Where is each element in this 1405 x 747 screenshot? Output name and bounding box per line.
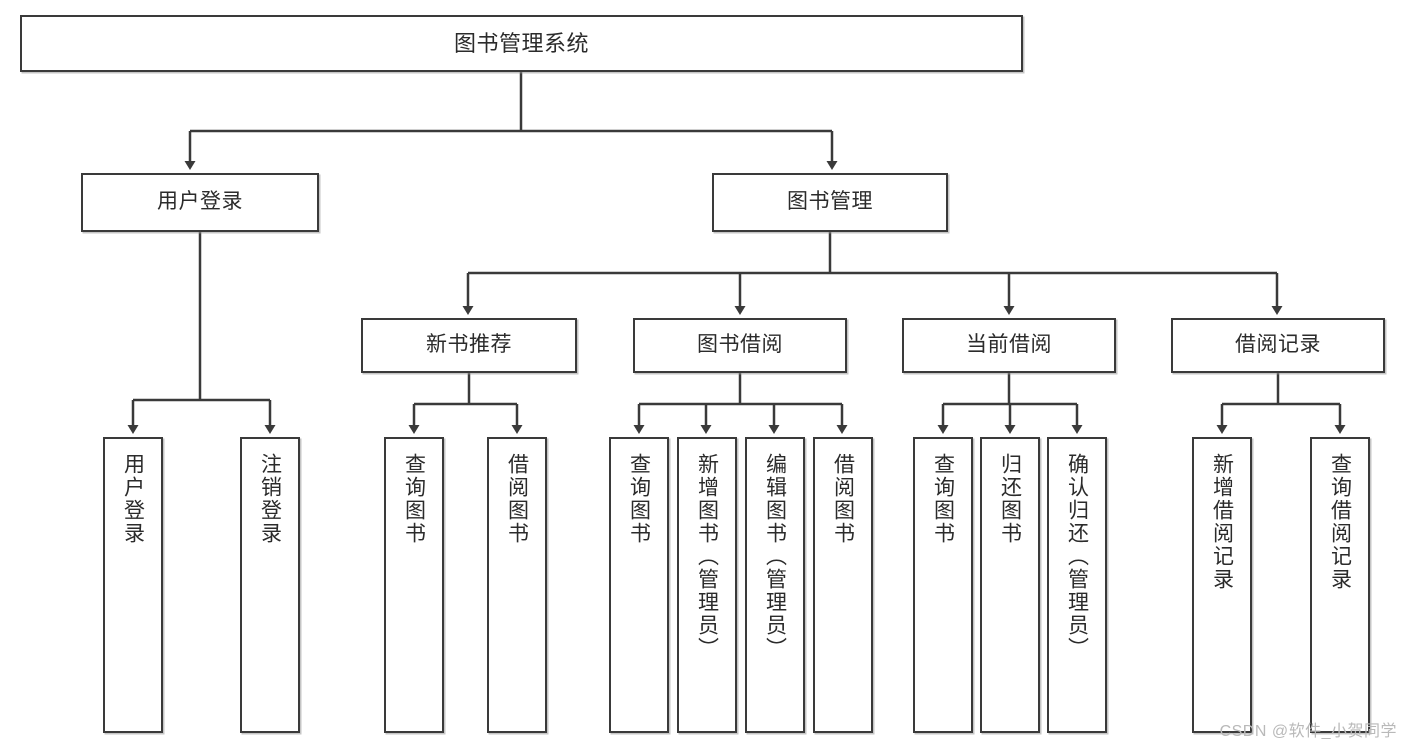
leaf-records-query-record[interactable]: 查询借阅记录 [1310,437,1370,733]
node-label: 图书管理 [787,190,873,214]
node-label: 查询借阅记录 [1328,453,1352,591]
watermark: CSDN @软件_小贺同学 [1219,723,1397,740]
node-current-borrow[interactable]: 当前借阅 [902,318,1116,373]
node-label: 归还图书 [998,453,1022,545]
leaf-borrow-query-book[interactable]: 查询图书 [609,437,669,733]
node-label: 确认归还（管理员） [1065,453,1089,660]
node-label: 查询图书 [402,453,426,545]
node-label: 查询图书 [931,453,955,545]
leaf-user-login-signout[interactable]: 注销登录 [240,437,300,733]
node-label: 图书借阅 [697,333,783,357]
leaf-borrow-borrow-book[interactable]: 借阅图书 [813,437,873,733]
node-label: 查询图书 [627,453,651,545]
leaf-recommend-borrow-book[interactable]: 借阅图书 [487,437,547,733]
node-label: 新增借阅记录 [1210,453,1234,591]
leaf-recommend-query-book[interactable]: 查询图书 [384,437,444,733]
node-borrow-records[interactable]: 借阅记录 [1171,318,1385,373]
node-label: 借阅图书 [831,453,855,545]
node-label: 编辑图书（管理员） [763,453,787,660]
node-label: 当前借阅 [966,333,1052,357]
node-book-borrow[interactable]: 图书借阅 [633,318,847,373]
node-label: 用户登录 [121,453,145,545]
node-new-book-recommend[interactable]: 新书推荐 [361,318,577,373]
leaf-current-return-book[interactable]: 归还图书 [980,437,1040,733]
node-label: 用户登录 [157,190,243,214]
node-label: 新书推荐 [426,333,512,357]
node-label: 借阅图书 [505,453,529,545]
leaf-records-add-record[interactable]: 新增借阅记录 [1192,437,1252,733]
node-root-system[interactable]: 图书管理系统 [20,15,1023,72]
node-book-management[interactable]: 图书管理 [712,173,948,232]
node-label: 图书管理系统 [453,30,589,56]
leaf-current-confirm-return-admin[interactable]: 确认归还（管理员） [1047,437,1107,733]
node-label: 借阅记录 [1235,333,1321,357]
node-user-login[interactable]: 用户登录 [81,173,319,232]
leaf-borrow-edit-book-admin[interactable]: 编辑图书（管理员） [745,437,805,733]
node-label: 注销登录 [258,453,282,545]
leaf-borrow-add-book-admin[interactable]: 新增图书（管理员） [677,437,737,733]
node-label: 新增图书（管理员） [695,453,719,660]
leaf-current-query-book[interactable]: 查询图书 [913,437,973,733]
leaf-user-login-signin[interactable]: 用户登录 [103,437,163,733]
